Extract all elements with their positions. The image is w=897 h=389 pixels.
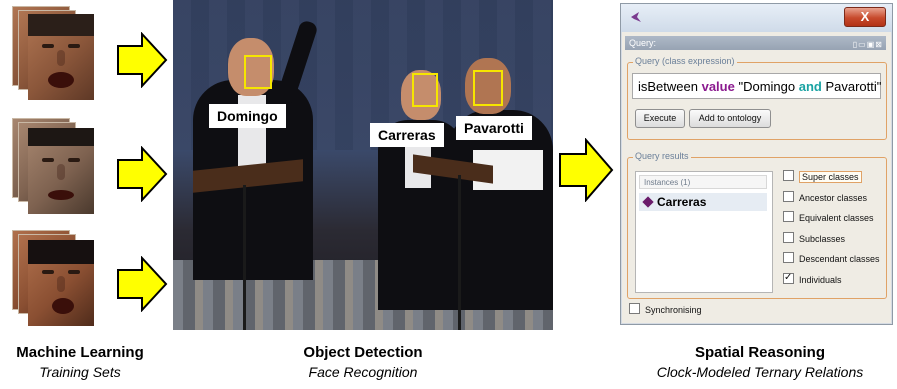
option-ancestor-classes[interactable]: Ancestor classes [783,190,867,206]
caption-face-recognition: Face Recognition [308,364,418,380]
dl-query-window: X Query: ▯▭▣⊠ Query (class expression) i… [620,3,893,325]
protege-app-icon [631,12,641,22]
face-image-carreras [28,128,94,214]
face-detection-box-pavarotti [473,70,503,106]
instance-label: Carreras [657,195,707,209]
option-individuals[interactable]: Individuals [783,270,842,288]
view-controls-icon[interactable]: ▯▭▣⊠ [852,40,883,49]
face-image-domingo [28,14,94,100]
caption-object-detection: Object Detection [303,344,423,361]
execute-button[interactable]: Execute [635,109,685,128]
right-arrow-icon [559,138,614,202]
class-expression-group-label: Query (class expression) [633,56,737,66]
checkbox[interactable] [783,170,794,181]
expression-text: "Domingo [734,79,799,94]
class-expression-group [627,62,887,140]
option-super-classes[interactable]: Super classes [783,169,862,185]
checkbox[interactable] [783,232,794,243]
option-descendant-classes[interactable]: Descendant classes [783,251,880,267]
right-arrow-icon [117,146,168,202]
add-to-ontology-button[interactable]: Add to ontology [689,109,771,128]
synchronising-toggle[interactable]: Synchronising [629,302,702,318]
singer-pavarotti [448,110,553,310]
caption-machine-learning: Machine Learning [16,344,144,361]
window-title-bar: X [621,4,892,32]
checkbox-checked[interactable] [783,270,794,286]
caption-training-sets: Training Sets [39,364,121,380]
expression-keyword-value: value [701,79,735,94]
right-arrow-icon [117,32,168,88]
checkbox[interactable] [629,303,640,314]
label-domingo: Domingo [209,104,286,128]
face-image-pavarotti [28,240,94,326]
instances-list: Instances (1) Carreras [635,171,773,293]
query-results-group-label: Query results [633,151,691,161]
instance-item-carreras[interactable]: Carreras [639,193,767,211]
query-view-title: Query: [629,38,657,48]
query-results-group [627,157,887,299]
option-equivalent-classes[interactable]: Equivalent classes [783,210,874,226]
label-carreras: Carreras [370,123,444,147]
caption-ternary-relations: Clock-Modeled Ternary Relations [656,364,864,380]
window-close-button[interactable]: X [844,7,886,27]
checkbox[interactable] [783,191,794,202]
option-subclasses[interactable]: Subclasses [783,231,845,247]
concert-photo: Domingo Carreras Pavarotti [173,0,553,330]
individual-diamond-icon [642,196,654,208]
expression-keyword-and: and [798,79,822,94]
query-view-header: Query: ▯▭▣⊠ [625,36,886,50]
caption-spatial-reasoning: Spatial Reasoning [694,344,826,361]
right-arrow-icon [117,256,168,312]
class-expression-input[interactable]: isBetween value "Domingo and Pavarotti" [632,73,881,99]
expression-text: Pavarotti" [821,79,882,94]
label-pavarotti: Pavarotti [456,116,532,140]
face-detection-box-carreras [412,73,438,107]
face-detection-box-domingo [244,55,272,89]
checkbox[interactable] [783,252,794,263]
expression-text: isBetween [638,79,702,94]
checkbox[interactable] [783,211,794,222]
instances-header: Instances (1) [639,175,767,189]
